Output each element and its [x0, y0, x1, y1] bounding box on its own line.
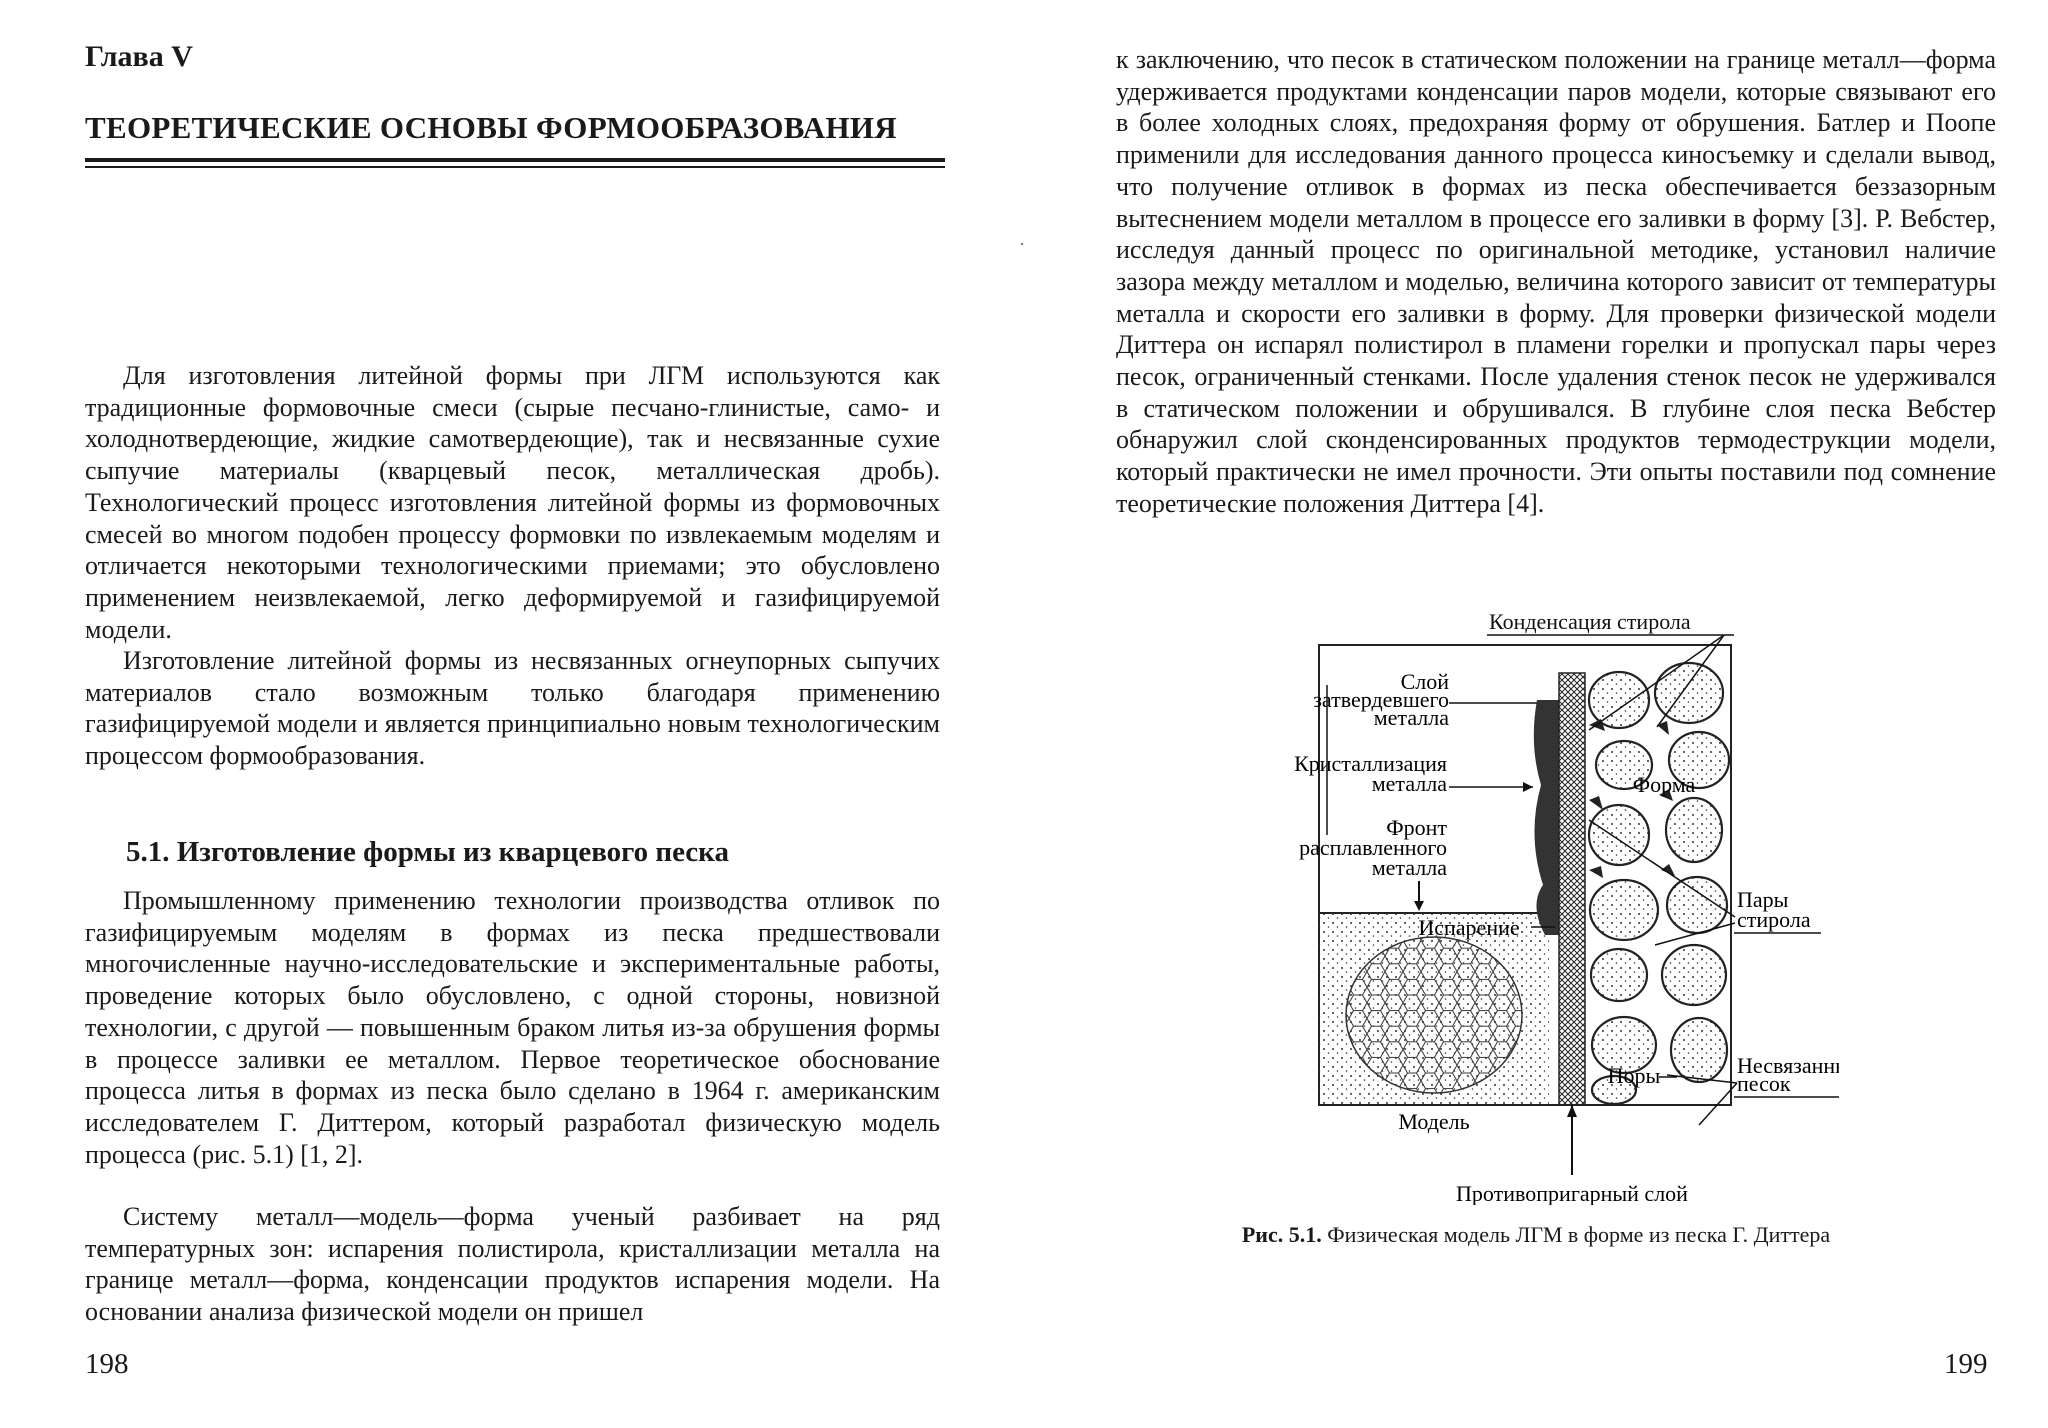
label-solid-2: затвердевшего [1313, 687, 1449, 712]
label-unbound-2: песок [1737, 1071, 1791, 1096]
label-condensation: Конденсация стирола [1489, 609, 1691, 634]
label-vapors-2: стирола [1737, 907, 1811, 932]
page-number-left: 198 [85, 1348, 129, 1380]
sand-grains [1587, 661, 1731, 1106]
label-vapors-1: Пары [1737, 887, 1789, 912]
label-front-1: Фронт [1386, 815, 1447, 840]
chapter-title: ТЕОРЕТИЧЕСКИЕ ОСНОВЫ ФОРМООБРАЗОВАНИЯ [85, 110, 897, 145]
figure-caption: Рис. 5.1. Физическая модель ЛГМ в форме … [1024, 1222, 2048, 1248]
title-rule-thin [85, 166, 945, 168]
coating-layer [1558, 672, 1586, 1106]
section-paragraph-1: Промышленному применению технологии прои… [85, 886, 940, 1169]
right-page: к заключению, что песок в статическом по… [1024, 0, 2048, 1428]
caption-text: Физическая модель ЛГМ в форме из песка Г… [1321, 1222, 1831, 1247]
solid-metal-front [1533, 700, 1559, 935]
title-rule [85, 158, 945, 162]
section-heading: 5.1. Изготовление формы из кварцевого пе… [126, 836, 729, 868]
scan-speck [1021, 243, 1023, 245]
label-cryst-1: Кристаллизация [1294, 751, 1447, 776]
chapter-label: Глава V [85, 40, 193, 73]
label-solid-3: металла [1374, 705, 1449, 730]
label-model: Модель [1398, 1109, 1469, 1134]
model-granule [1345, 936, 1523, 1094]
label-mold: Форма [1633, 772, 1696, 797]
intro-paragraph-1: Для изготовления литейной формы при ЛГМ … [85, 361, 940, 644]
page-number-right: 199 [1944, 1348, 1988, 1380]
label-unbound-1: Несвязанный [1737, 1053, 1839, 1078]
section-paragraph-2: Систему металл—модель—форма ученый разби… [85, 1202, 940, 1327]
label-front-3: металла [1372, 855, 1447, 880]
label-pores: Поры [1608, 1063, 1661, 1088]
figure-physical-model: Конденсация стирола Слой затвердевшего м… [1294, 609, 1839, 1205]
label-front-2: расплавленного [1299, 835, 1447, 860]
label-coating: Противопригарный слой [1456, 1181, 1688, 1205]
left-page: Глава V ТЕОРЕТИЧЕСКИЕ ОСНОВЫ ФОРМООБРАЗО… [85, 40, 945, 1380]
caption-number: Рис. 5.1. [1241, 1222, 1322, 1247]
continued-paragraph: к заключению, что песок в статическом по… [1116, 45, 1996, 518]
label-evaporation: Испарение [1418, 915, 1519, 940]
label-solid-1: Слой [1401, 669, 1450, 694]
condensed-styrene [1589, 719, 1675, 878]
label-cryst-2: металла [1372, 771, 1447, 796]
intro-paragraph-2: Изготовление литейной формы из несвязанн… [85, 646, 940, 771]
